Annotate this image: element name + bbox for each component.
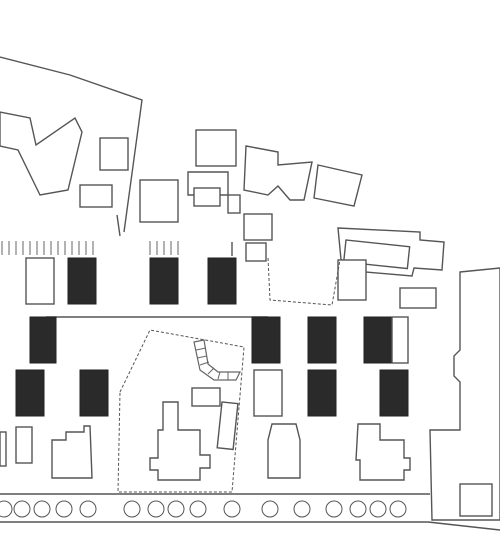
street-tree bbox=[369, 500, 387, 518]
street-tree bbox=[79, 500, 97, 518]
northwest-building bbox=[0, 111, 129, 208]
east-annex bbox=[459, 483, 493, 517]
filled-building bbox=[207, 257, 237, 305]
outline-buildings bbox=[0, 257, 411, 481]
filled-building bbox=[363, 316, 393, 364]
street-tree bbox=[13, 500, 31, 518]
filled-building bbox=[379, 369, 409, 417]
north-block-boundary bbox=[0, 56, 143, 237]
curved-path bbox=[193, 339, 241, 381]
street-tree bbox=[123, 500, 141, 518]
street-tree bbox=[33, 500, 51, 518]
filled-building bbox=[149, 257, 179, 305]
street-edges bbox=[0, 493, 500, 531]
north-houses bbox=[139, 129, 363, 262]
east-complex bbox=[337, 227, 445, 309]
street-tree bbox=[223, 500, 241, 518]
street-tree bbox=[261, 500, 279, 518]
park-structures bbox=[149, 387, 239, 481]
filled-building bbox=[307, 316, 337, 364]
fence-hatching-west bbox=[1, 241, 94, 255]
street-trees bbox=[0, 500, 407, 518]
filled-building bbox=[15, 369, 45, 417]
park-dashed bbox=[117, 329, 245, 493]
filled-building bbox=[67, 257, 97, 305]
street-tree bbox=[293, 500, 311, 518]
courtyard-dashed bbox=[267, 257, 341, 306]
filled-building bbox=[29, 316, 57, 364]
street-tree bbox=[167, 500, 185, 518]
street-tree bbox=[0, 500, 13, 518]
street-tree bbox=[389, 500, 407, 518]
east-large-building bbox=[429, 267, 500, 521]
street-tree bbox=[189, 500, 207, 518]
fence-hatching-center bbox=[149, 241, 179, 255]
street-tree bbox=[55, 500, 73, 518]
street-tree bbox=[325, 500, 343, 518]
filled-building bbox=[79, 369, 109, 417]
curved-path-steps bbox=[195, 347, 229, 380]
street-tree bbox=[349, 500, 367, 518]
filled-building bbox=[307, 369, 337, 417]
filled-building bbox=[251, 316, 281, 364]
street-tree bbox=[147, 500, 165, 518]
filled-buildings bbox=[15, 257, 409, 417]
